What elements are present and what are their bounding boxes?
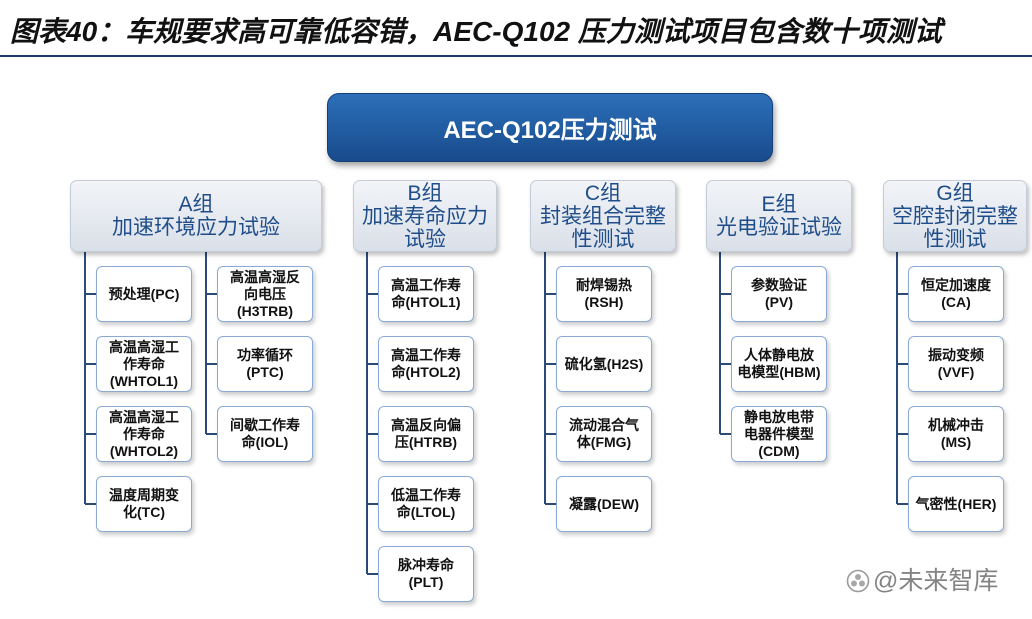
test-item-plt: 脉冲寿命 (PLT) [378,546,474,602]
group-name: 加速环境应力试验 [112,216,280,239]
test-item-label: 静电放电带 电器件模型 (CDM) [744,408,814,459]
test-item-tc: 温度周期变 化(TC) [96,476,192,532]
test-item-htrb: 高温反向偏 压(HTRB) [378,406,474,462]
test-item-label: 硫化氢(H2S) [564,355,644,372]
test-item-fmg: 流动混合气 体(FMG) [556,406,652,462]
group-header-b: B组 加速寿命应力试验 [353,180,497,252]
group-header-e: E组 光电验证试验 [706,180,852,252]
test-item-whtol2: 高温高湿工 作寿命 (WHTOL2) [96,406,192,462]
group-header-g: G组 空腔封闭完整性测试 [883,180,1027,252]
test-item-h2s: 硫化氢(H2S) [556,336,652,392]
test-item-label: 高温工作寿 命(HTOL2) [391,347,461,380]
group-header-a: A组 加速环境应力试验 [70,180,322,252]
watermark-logo-icon [846,569,870,593]
group-letter: G组 [936,181,974,205]
connector-a-left [84,252,96,505]
test-item-label: 恒定加速度 (CA) [921,277,991,310]
test-item-label: 温度周期变 化(TC) [109,487,179,520]
test-item-dew: 凝露(DEW) [556,476,652,532]
test-item-label: 高温反向偏 压(HTRB) [391,417,461,450]
title-divider [0,55,1032,57]
group-letter: A组 [178,193,214,216]
group-name: 加速寿命应力试验 [362,204,488,251]
test-item-pv: 参数验证 (PV) [731,266,827,322]
figure-title: 图表40：车规要求高可靠低容错，AEC-Q102 压力测试项目包含数十项测试 [10,16,942,47]
connector-e [719,252,731,435]
test-item-label: 功率循环 (PTC) [237,347,293,380]
test-item-label: 高温高湿工 作寿命 (WHTOL2) [109,408,179,459]
group-letter: E组 [761,193,797,216]
test-item-label: 高温高湿工 作寿命 (WHTOL1) [109,338,179,389]
test-item-rsh: 耐焊锡热 (RSH) [556,266,652,322]
test-item-label: 人体静电放 电模型(HBM) [737,347,821,380]
test-item-ms: 机械冲击 (MS) [908,406,1004,462]
test-item-label: 预处理(PC) [108,285,180,302]
root-node: AEC-Q102压力测试 [327,93,773,162]
group-header-c: C组 封装组合完整性测试 [530,180,676,252]
test-item-ca: 恒定加速度 (CA) [908,266,1004,322]
connector-a-right [205,252,217,435]
test-item-her: 气密性(HER) [908,476,1004,532]
test-item-h3trb: 高温高湿反 向电压 (H3TRB) [217,266,313,322]
group-name: 空腔封闭完整性测试 [892,204,1018,251]
test-item-cdm: 静电放电带 电器件模型 (CDM) [731,406,827,462]
test-item-whtol1: 高温高湿工 作寿命 (WHTOL1) [96,336,192,392]
test-item-label: 参数验证 (PV) [751,277,807,310]
group-letter: C组 [584,181,622,205]
test-item-label: 间歇工作寿 命(IOL) [230,417,300,450]
test-item-label: 低温工作寿 命(LTOL) [391,487,461,520]
watermark-text: @未来智库 [873,567,999,595]
connector-g [896,252,908,505]
test-item-htol2: 高温工作寿 命(HTOL2) [378,336,474,392]
connector-c [544,252,556,505]
test-item-label: 高温工作寿 命(HTOL1) [391,277,461,310]
test-item-label: 流动混合气 体(FMG) [569,417,639,450]
test-item-iol: 间歇工作寿 命(IOL) [217,406,313,462]
watermark: @未来智库 [846,566,998,596]
group-letter: B组 [407,181,443,205]
test-item-ltol: 低温工作寿 命(LTOL) [378,476,474,532]
test-item-label: 耐焊锡热 (RSH) [576,277,632,310]
group-name: 光电验证试验 [716,216,842,239]
test-item-vvf: 振动变频 (VVF) [908,336,1004,392]
test-item-label: 凝露(DEW) [569,495,639,512]
group-name: 封装组合完整性测试 [540,204,666,251]
test-item-label: 脉冲寿命 (PLT) [398,557,454,590]
test-item-label: 高温高湿反 向电压 (H3TRB) [230,268,300,319]
test-item-ptc: 功率循环 (PTC) [217,336,313,392]
test-item-htol1: 高温工作寿 命(HTOL1) [378,266,474,322]
connector-b [366,252,378,575]
test-item-label: 气密性(HER) [915,495,997,512]
test-item-label: 振动变频 (VVF) [928,347,984,380]
root-node-label: AEC-Q102压力测试 [443,117,657,144]
test-item-pc: 预处理(PC) [96,266,192,322]
test-item-hbm: 人体静电放 电模型(HBM) [731,336,827,392]
test-item-label: 机械冲击 (MS) [928,417,984,450]
